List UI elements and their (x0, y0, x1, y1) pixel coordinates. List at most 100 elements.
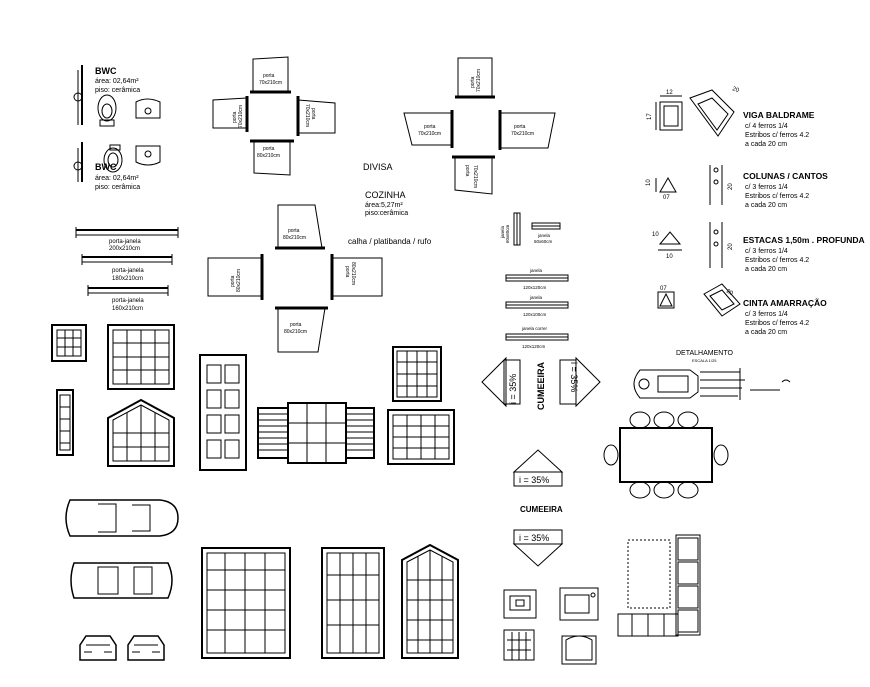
door-cluster-1 (212, 56, 336, 176)
colunas-line1: c/ 3 ferros 1/4 (745, 184, 788, 191)
cumeeira-label-1: CUMEEIRA (536, 361, 546, 410)
cinta-title: CINTA AMARRAÇÃO (743, 298, 827, 308)
colunas-dim1: 10 (646, 179, 652, 186)
estacas-dim2: 10 (666, 254, 673, 260)
detalhamento-title: DETALHAMENTO (676, 350, 733, 357)
door3-right-size: 80x210cm (350, 262, 356, 285)
roof-details (481, 356, 601, 567)
estacas-dim1: 10 (652, 232, 659, 238)
window-elevations (51, 324, 459, 659)
colunas-line3: a cada 20 cm (745, 202, 787, 209)
door-left-label: porta (232, 111, 238, 123)
viga-line1: c/ 4 ferros 1/4 (745, 123, 788, 130)
structural-details (655, 89, 741, 317)
estacas-line1: c/ 3 ferros 1/4 (745, 248, 788, 255)
slope-label-4: i = 35% (519, 533, 549, 543)
door2-bottom-size: 70x210cm (472, 165, 478, 188)
estacas-line2: Estribos c/ ferros 4.2 (745, 257, 809, 264)
cinta-line2: Estribos c/ ferros 4.2 (745, 320, 809, 327)
door3-top-size: 80x210cm (283, 235, 306, 241)
door-cluster-2 (403, 57, 556, 195)
jan2-label: janela (537, 233, 551, 238)
colunas-line2: Estribos c/ ferros 4.2 (745, 193, 809, 200)
door2-top-size: 70x210cm (476, 69, 482, 92)
sofa-set (617, 534, 701, 637)
door2-right-size: 70x210cm (511, 131, 534, 137)
jan3-label: janela (529, 268, 543, 273)
door-left-size: 70x210cm (238, 105, 244, 128)
cinta-dim1: 07 (660, 286, 667, 292)
slope-label-1: i = 35% (508, 374, 518, 404)
porta-janela-plans (75, 227, 179, 296)
cozinha-floor: piso:cerâmica (365, 210, 408, 217)
bwc2-title: BWC (95, 162, 117, 172)
door2-left-size: 70x210cm (418, 131, 441, 137)
appliances (503, 587, 599, 665)
door-top-size: 70x210cm (259, 80, 282, 86)
viga-line3: a cada 20 cm (745, 141, 787, 148)
viga-dim3: 20 (731, 86, 740, 94)
door-bottom-size: 80x210cm (257, 153, 280, 159)
door2-top-label: porta (470, 76, 476, 88)
jan5-size: 120x120cm (522, 344, 546, 349)
janela-plans (505, 212, 569, 341)
bwc-block-1 (73, 65, 161, 127)
jan1-size: 60x60cm (505, 224, 510, 243)
cinta-line1: c/ 3 ferros 1/4 (745, 311, 788, 318)
door3-left-label: porta (230, 275, 236, 287)
jan3-size: 120x120cm (523, 285, 547, 290)
pj1-label: porta-janela (109, 239, 141, 245)
cinta-dim2: 20 (725, 289, 734, 298)
cinta-line3: a cada 20 cm (745, 329, 787, 336)
door3-top-label: porta (288, 228, 300, 234)
jan4-size: 120x100cm (523, 312, 547, 317)
jan1-label: janela (500, 225, 505, 239)
estacas-dim3: 20 (728, 243, 734, 250)
pj3-label: porta-janela (112, 298, 144, 304)
bwc1-floor: piso: cerâmica (95, 87, 140, 94)
detalhamento-drawing (633, 368, 791, 400)
cumeeira-label-2: CUMEEIRA (520, 505, 563, 514)
bwc2-area: área: 02,64m² (95, 175, 139, 182)
door-right-label: porta (310, 108, 316, 120)
door2-right-label: porta (514, 124, 526, 130)
colunas-dim2: 07 (663, 195, 670, 201)
divisa-label: DIVISA (363, 162, 393, 172)
slope-label-3: i = 35% (519, 475, 549, 485)
estacas-line3: a cada 20 cm (745, 266, 787, 273)
pj2-size: 180x210cm (112, 276, 143, 282)
jan4-label: janela (529, 295, 543, 300)
colunas-title: COLUNAS / CANTOS (743, 171, 828, 181)
pj3-size: 160x210cm (112, 306, 143, 312)
bwc2-floor: piso: cerâmica (95, 184, 140, 191)
door-top-label: porta (263, 73, 275, 79)
bwc1-area: área: 02,64m² (95, 78, 139, 85)
door2-bottom-label: porta (464, 165, 470, 177)
door3-right-label: porta (344, 266, 350, 278)
car-plans (65, 499, 179, 661)
viga-dim2: 17 (647, 113, 653, 120)
viga-title: VIGA BALDRAME (743, 110, 815, 120)
dining-table (603, 411, 729, 499)
bwc-block-2 (73, 142, 161, 182)
detalhamento-sub: ESCALA 1/25 (692, 358, 717, 363)
door-cluster-3 (207, 204, 383, 353)
jan5-label: janela correr (521, 326, 548, 331)
calha-label: calha / platibanda / rufo (348, 237, 432, 246)
door3-bottom-size: 80x210cm (284, 329, 307, 335)
cozinha-area: área:5,27m² (365, 202, 403, 209)
jan2-size: 60x60cm (534, 239, 553, 244)
estacas-title: ESTACAS 1,50m . PROFUNDA (743, 235, 865, 245)
pj1-size: 200x210cm (109, 246, 140, 252)
cozinha-title: COZINHA (365, 190, 406, 200)
colunas-dim3: 20 (728, 183, 734, 190)
viga-dim1: 12 (666, 90, 673, 96)
viga-line2: Estribos c/ ferros 4.2 (745, 132, 809, 139)
bwc1-title: BWC (95, 66, 117, 76)
door2-left-label: porta (424, 124, 436, 130)
door3-bottom-label: porta (290, 322, 302, 328)
door3-left-size: 80x210cm (236, 269, 242, 292)
pj2-label: porta-janela (112, 268, 144, 274)
door-right-size: 70x210cm (304, 104, 310, 127)
